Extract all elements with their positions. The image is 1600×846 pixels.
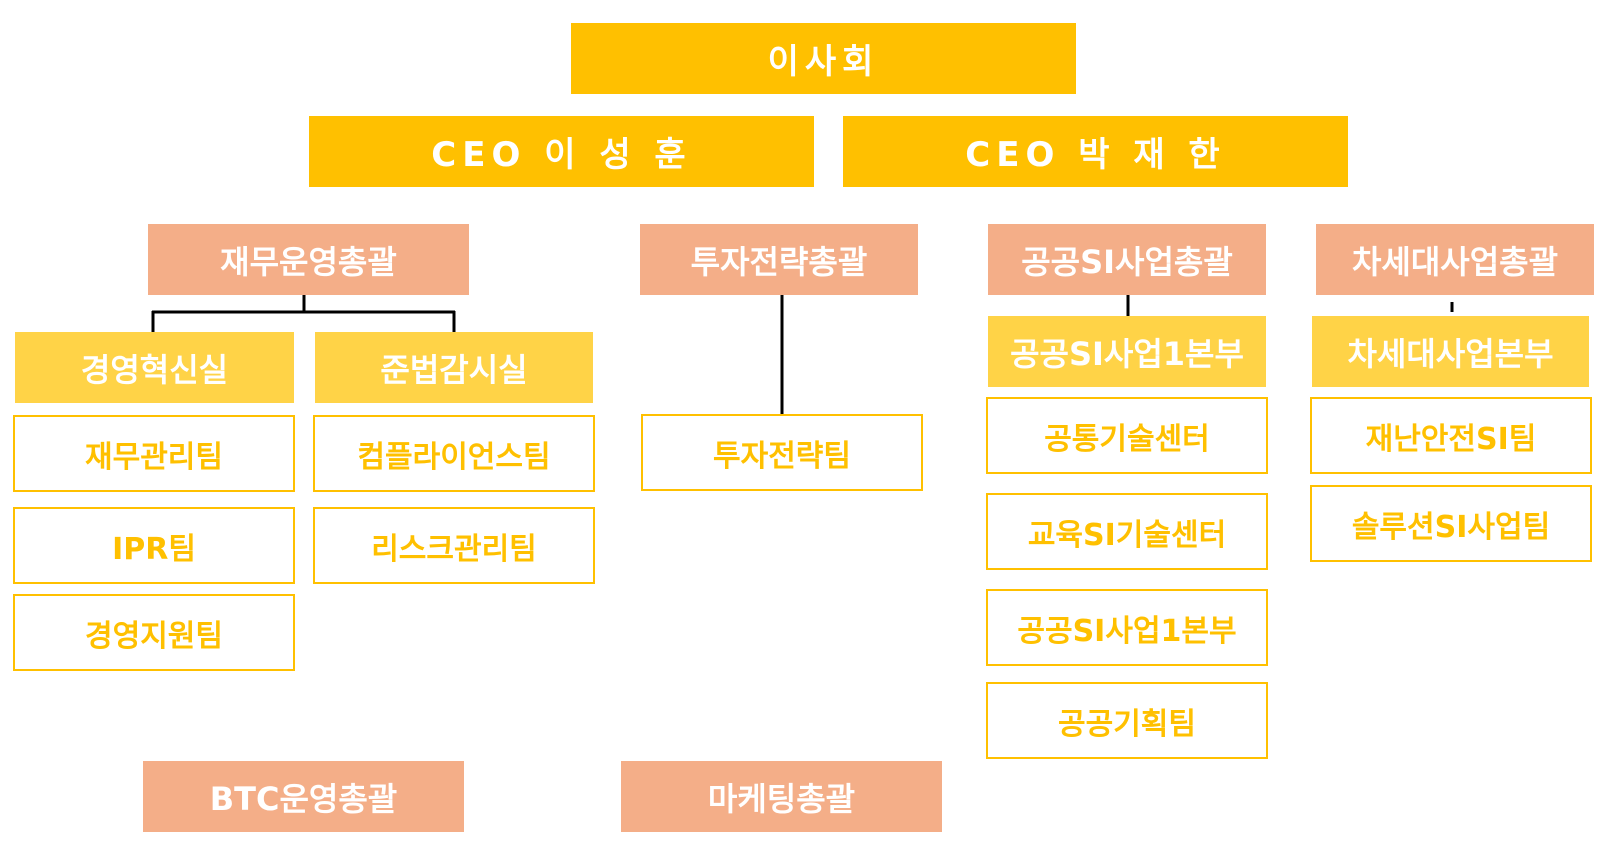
team-label: 공공기획팀 — [1058, 706, 1196, 742]
office-compliance: 준법감시실 — [315, 332, 593, 403]
hq-next-gen: 차세대사업본부 — [1312, 316, 1589, 387]
office-management-innovation: 경영혁신실 — [15, 332, 294, 403]
team-label: 컴플라이언스팀 — [357, 439, 551, 475]
office-title: 경영혁신실 — [80, 350, 229, 389]
office-title: 준법감시실 — [380, 350, 528, 389]
team-ipr: IPR팀 — [13, 507, 295, 584]
team-finance-management: 재무관리팀 — [13, 415, 295, 492]
division-title: BTC운영총괄 — [209, 779, 398, 818]
team-management-support: 경영지원팀 — [13, 594, 295, 671]
hq-public-si: 공공SI사업1본부 — [988, 316, 1266, 387]
team-solution-si: 솔루션SI사업팀 — [1310, 485, 1592, 562]
division-title: 투자전략총괄 — [690, 242, 868, 281]
team-compliance: 컴플라이언스팀 — [313, 415, 595, 492]
division-public-si: 공공SI사업총괄 — [988, 224, 1266, 295]
team-education-si-tech-center: 교육SI기술센터 — [986, 493, 1268, 570]
board-box: 이사회 — [571, 23, 1076, 94]
team-label: 재무관리팀 — [85, 439, 223, 475]
division-finance-ops: 재무운영총괄 — [148, 224, 469, 295]
ceo-label: CEO 박 재 한 — [965, 135, 1226, 175]
team-label: IPR팀 — [112, 531, 196, 567]
team-common-tech-center: 공통기술센터 — [986, 397, 1268, 474]
team-label: 솔루션SI사업팀 — [1351, 509, 1551, 545]
hq-title: 공공SI사업1본부 — [1010, 334, 1244, 373]
hq-title: 차세대사업본부 — [1347, 334, 1554, 373]
division-investment: 투자전략총괄 — [640, 224, 918, 295]
team-label: 투자전략팀 — [713, 438, 851, 474]
ceo-box-1: CEO 이 성 훈 — [309, 116, 814, 187]
division-btc: BTC운영총괄 — [143, 761, 464, 832]
team-investment-strategy: 투자전략팀 — [641, 414, 923, 491]
team-label: 공공SI사업1본부 — [1017, 613, 1237, 649]
division-marketing: 마케팅총괄 — [621, 761, 942, 832]
division-title: 차세대사업총괄 — [1351, 242, 1559, 281]
team-label: 재난안전SI팀 — [1365, 421, 1537, 457]
team-risk-management: 리스크관리팀 — [313, 507, 595, 584]
division-title: 마케팅총괄 — [707, 779, 856, 818]
division-title: 재무운영총괄 — [220, 242, 397, 281]
board-title: 이사회 — [767, 42, 880, 82]
team-disaster-safety-si: 재난안전SI팀 — [1310, 397, 1592, 474]
team-label: 교육SI기술센터 — [1027, 517, 1227, 553]
division-title: 공공SI사업총괄 — [1021, 242, 1233, 281]
ceo-box-2: CEO 박 재 한 — [843, 116, 1348, 187]
ceo-label: CEO 이 성 훈 — [431, 135, 692, 175]
division-next-gen: 차세대사업총괄 — [1316, 224, 1594, 295]
team-label: 공통기술센터 — [1044, 421, 1210, 457]
team-public-si-hq1: 공공SI사업1본부 — [986, 589, 1268, 666]
team-label: 경영지원팀 — [85, 618, 223, 654]
team-label: 리스크관리팀 — [371, 531, 537, 567]
team-public-planning: 공공기획팀 — [986, 682, 1268, 759]
